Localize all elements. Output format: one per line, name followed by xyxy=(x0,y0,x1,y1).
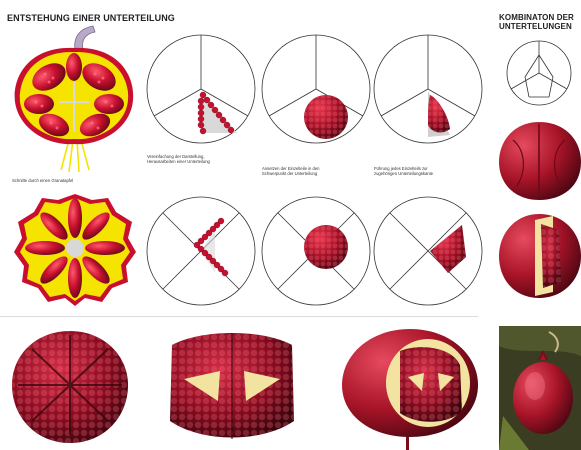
pomegranate-photo xyxy=(499,326,581,450)
caption-simplification-l2: Herausarbeiten einer Unterteilung xyxy=(147,159,257,164)
circle-simplified-wedge xyxy=(145,33,257,145)
circle-seed-cluster-guided xyxy=(372,33,484,145)
circle-chevron-wedge xyxy=(145,195,257,307)
caption-placing-l2: Schwerpunkt der Unterteilung xyxy=(262,171,372,176)
combination-render-open xyxy=(499,212,581,302)
section-divider xyxy=(0,316,478,317)
render-chevron-cluster xyxy=(162,325,302,447)
side-heading-line2: UNTERTELUNGEN xyxy=(499,22,572,32)
caption-guiding-l2: zugehörigen Unterteilungskante xyxy=(374,171,484,176)
circle-seed-wedge-guided xyxy=(372,195,484,307)
combination-render-closed xyxy=(499,120,581,202)
circle-seed-ball-center-x xyxy=(260,195,372,307)
pomegranate-longitudinal-section xyxy=(9,22,139,172)
render-full-seed-cluster xyxy=(8,325,133,447)
circle-seed-ball-centered xyxy=(260,33,372,145)
combination-line-diagram xyxy=(499,37,581,109)
pomegranate-cross-section xyxy=(10,188,140,308)
caption-section-cut: Schnitte durch einen Granatapfel xyxy=(12,178,132,183)
render-fruit-with-cluster xyxy=(340,325,480,450)
